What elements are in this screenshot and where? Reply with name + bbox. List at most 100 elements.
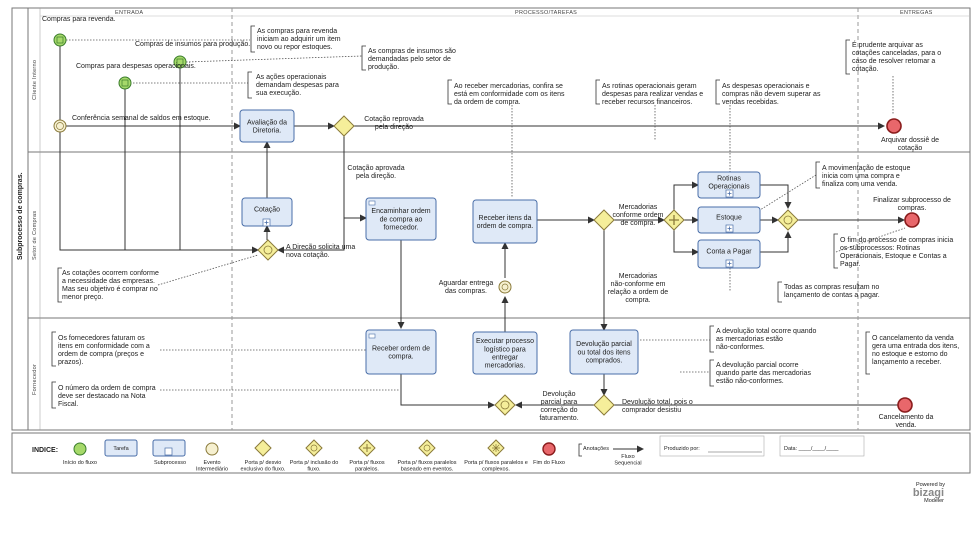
end-event-arquivar[interactable] xyxy=(886,118,902,134)
gateway-inclusao-final[interactable] xyxy=(777,209,799,231)
start-event-insumos[interactable] xyxy=(173,55,187,69)
end-event-finalizar[interactable] xyxy=(904,212,920,228)
phases: ENTRADA PROCESSO/TAREFAS ENTREGAS xyxy=(40,8,970,430)
start-label-insumos: Compras de insumos para produção. xyxy=(135,41,250,48)
start-label-revenda: Compras para revenda. xyxy=(42,16,116,23)
gateway-inclusao-cotacao[interactable] xyxy=(257,239,279,261)
gateway-devolucao[interactable] xyxy=(593,394,615,416)
subprocess-conta-pagar[interactable]: Conta a Pagar xyxy=(697,239,761,269)
intermediate-event[interactable] xyxy=(53,119,67,133)
start-event-revenda[interactable] xyxy=(53,33,67,47)
legend-data: Data: ____/____/____ xyxy=(784,446,839,452)
phase-entregas: ENTREGAS xyxy=(900,10,933,16)
end-event-cancelamento[interactable] xyxy=(897,397,913,413)
legend-task-icon xyxy=(104,439,138,457)
legend-end-icon xyxy=(542,442,556,456)
task-cotacao-label: Cotação xyxy=(254,206,280,213)
task-conta-pagar-label: Conta a Pagar xyxy=(706,248,752,255)
brand-logo: bizagi xyxy=(913,487,944,499)
pool-title: Subprocesso de compras. xyxy=(17,172,24,260)
legend: INDICE: Início do fluxo Tarefa Subproces… xyxy=(11,432,971,504)
brand-modeler: Modeler xyxy=(924,498,944,504)
legend-start-icon xyxy=(73,442,87,456)
phase-entrada: ENTRADA xyxy=(115,10,143,16)
legend-inicio: Início do fluxo xyxy=(63,460,97,466)
legend-title: INDICE: xyxy=(32,447,58,454)
gateway-paralelo[interactable] xyxy=(663,209,685,231)
message-icon xyxy=(368,333,376,339)
intermediate-event-aguardar[interactable] xyxy=(498,280,512,294)
start-event-despesas[interactable] xyxy=(118,76,132,90)
start-label-despesas: Compras para despesas operacionais. xyxy=(76,63,196,70)
intermediate-event-label: Conferência semanal de saldos em estoque… xyxy=(72,115,211,122)
task-estoque-label: Estoque xyxy=(716,214,742,221)
legend-fim: Fim do Fluxo xyxy=(533,460,565,466)
phase-processo: PROCESSO/TAREFAS xyxy=(515,10,577,16)
subprocess-cotacao[interactable]: Cotação xyxy=(241,197,293,227)
legend-inclusive-icon xyxy=(305,439,323,457)
gateway-inclusao-fornecedor[interactable] xyxy=(494,394,516,416)
brand-powered: Powered by xyxy=(916,482,945,488)
legend-exclusive-icon xyxy=(254,439,272,457)
legend-anotacoes: Anotações xyxy=(583,446,609,452)
gateway-conferencia[interactable] xyxy=(593,209,615,231)
gateway-avaliacao[interactable] xyxy=(333,115,355,137)
lane-cliente-interno: Cliente Interno xyxy=(32,60,38,100)
subprocess-estoque[interactable]: Estoque xyxy=(697,206,761,234)
